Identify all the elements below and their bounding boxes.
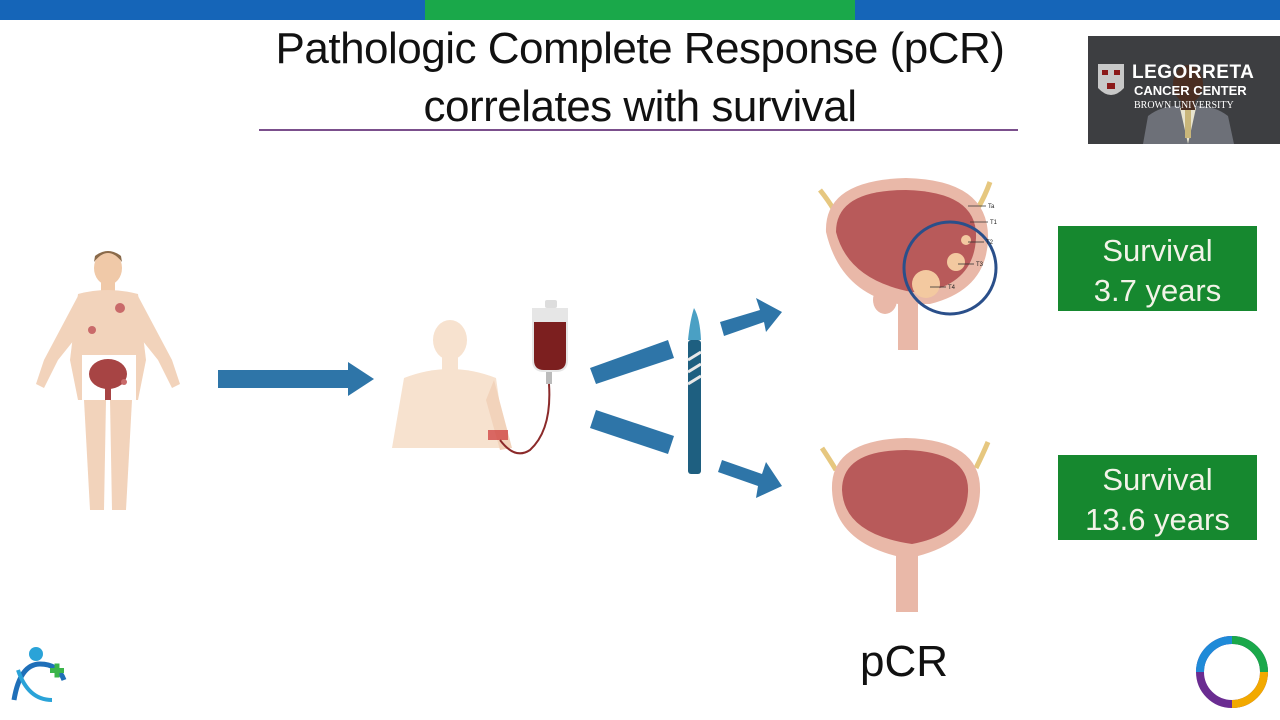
survival-years: 3.7 years	[1093, 273, 1222, 308]
survival-box-tumor: Survival 3.7 years	[1058, 226, 1257, 311]
top-bar-left	[0, 0, 425, 20]
survival-label: Survival	[1102, 233, 1213, 268]
person-tumor-illustration	[36, 251, 180, 510]
title-line-2: correlates with survival	[423, 82, 857, 131]
survival-label: Survival	[1102, 462, 1213, 497]
presenter-video[interactable]: LEGORRETA CANCER CENTER BROWN UNIVERSITY	[1088, 36, 1280, 144]
logo-icon	[11, 647, 67, 702]
slide-title: Pathologic Complete Response (pCR) corre…	[230, 22, 1050, 134]
survival-box-pcr: Survival 13.6 years	[1058, 455, 1257, 540]
title-line-1: Pathologic Complete Response (pCR)	[275, 24, 1005, 73]
presenter-figure	[1088, 36, 1280, 144]
top-bar-middle	[425, 0, 855, 20]
shield-icon	[1098, 64, 1124, 95]
stage-label-t1: T1	[990, 220, 998, 226]
patient-infusion-illustration	[392, 320, 512, 450]
bladder-tumor-illustration: Ta T1 T2 T3 T4	[818, 178, 998, 350]
arrow-to-tumor-bladder	[720, 298, 782, 336]
ring-logo-icon	[1196, 636, 1268, 708]
stage-label-t4: T4	[948, 285, 956, 291]
video-logo-line-2: CANCER CENTER	[1134, 83, 1247, 98]
top-bar-right	[855, 0, 1280, 20]
arrow-to-clear-bladder	[718, 460, 782, 498]
video-logo-line-3: BROWN UNIVERSITY	[1134, 100, 1234, 111]
arrow-to-treatment	[218, 362, 374, 396]
stage-label-t3: T3	[976, 262, 984, 268]
chemo-bag-icon	[499, 300, 568, 455]
survival-years: 13.6 years	[1085, 502, 1230, 537]
title-underline	[259, 129, 1018, 131]
pcr-label: pCR	[860, 637, 949, 686]
scalpel-icon	[687, 308, 702, 474]
stage-label-ta: Ta	[988, 204, 995, 210]
arrow-lower	[590, 410, 674, 454]
bladder-clear-illustration	[819, 438, 991, 612]
stage-label-t2: T2	[986, 240, 994, 246]
arrow-upper	[590, 340, 674, 384]
video-logo-line-1: LEGORRETA	[1132, 62, 1255, 83]
